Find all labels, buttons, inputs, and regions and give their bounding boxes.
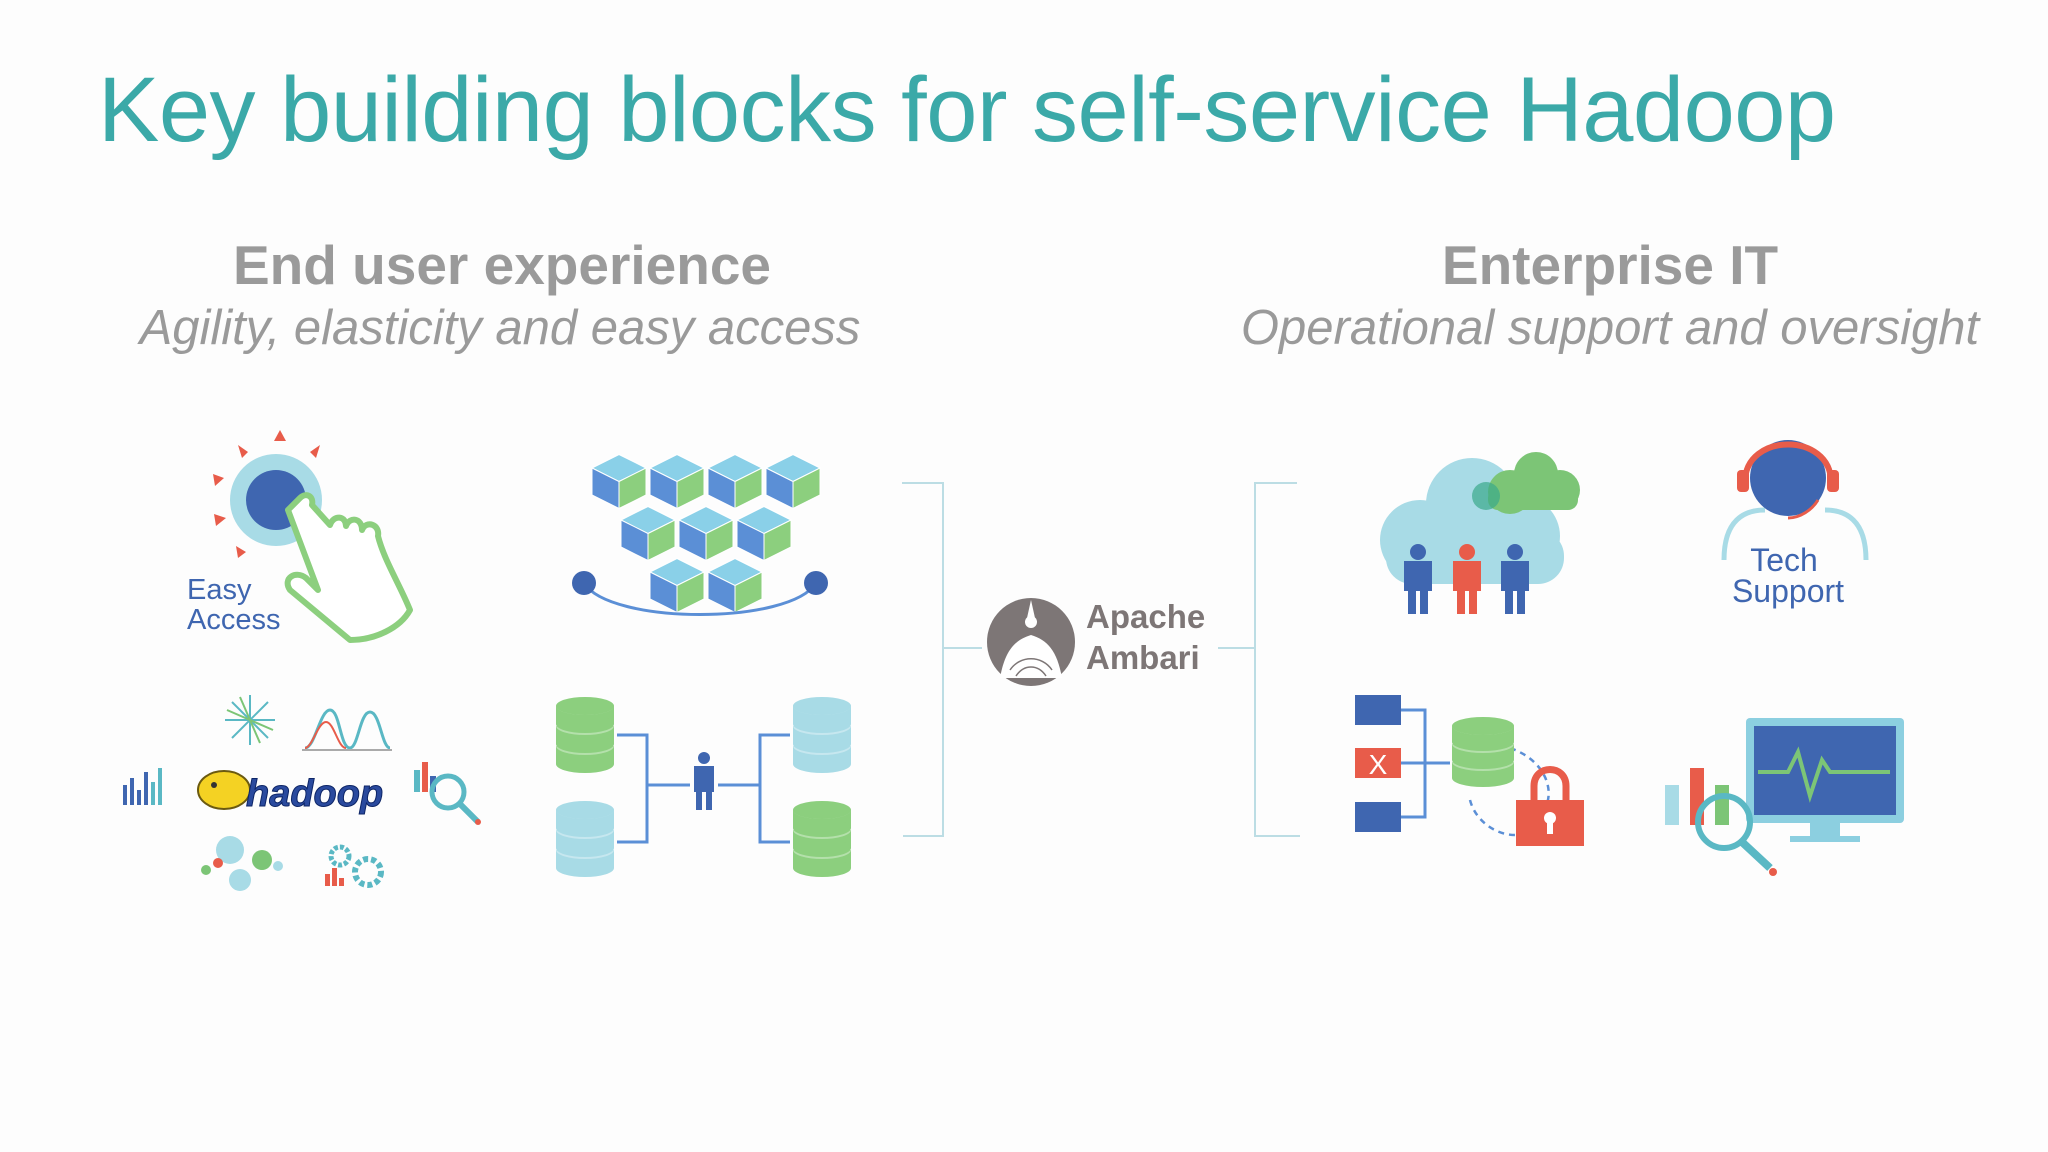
end-user-subheading: Agility, elasticity and easy access [139,301,861,355]
ambari-logo-icon: Apache Ambari [987,598,1205,686]
monitoring-icon [1665,718,1904,876]
ambari-label-2: Ambari [1086,639,1200,676]
touch-hand-icon: Easy Access [187,430,413,643]
bracket-lines [902,482,1300,837]
database-network-icon [556,697,851,877]
data-security-icon: X [1355,695,1584,846]
end-user-heading: End user experience [232,234,772,296]
tech-support-label-2: Support [1732,573,1844,609]
slide-title: Key building blocks for self-service Had… [98,59,1836,161]
x-mark-label: X [1369,749,1388,780]
tech-support-label-1: Tech [1750,542,1818,578]
enterprise-it-heading: Enterprise IT [1441,234,1779,296]
cloud-users-icon [1380,452,1580,614]
easy-access-label-1: Easy [187,574,252,606]
ambari-label-1: Apache [1086,598,1205,635]
cubes-cluster-icon [572,453,828,616]
hadoop-logo-text: hadoop [246,773,383,815]
enterprise-it-subheading: Operational support and oversight [1240,301,1980,355]
easy-access-label-2: Access [187,604,280,636]
tech-support-icon: Tech Support [1721,440,1869,609]
hadoop-tools-icon: hadoop [123,695,481,891]
